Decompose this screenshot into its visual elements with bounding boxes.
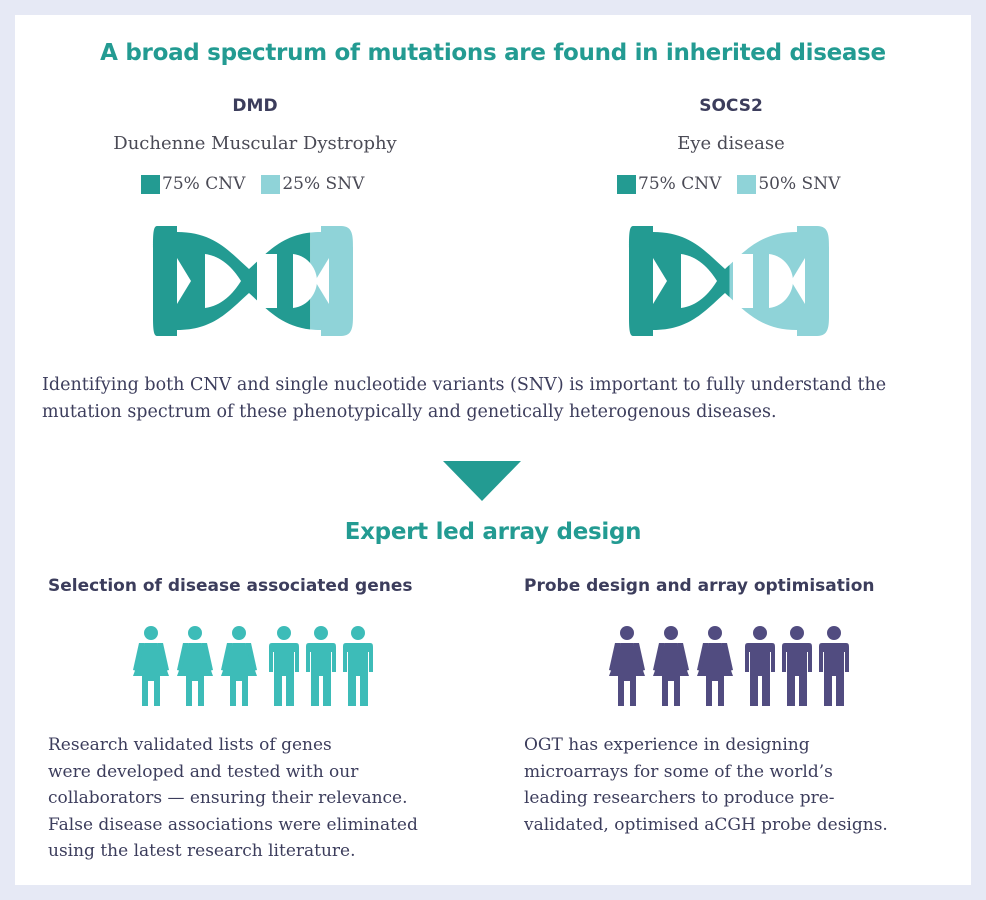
cnv-swatch (141, 174, 160, 194)
man-icon (306, 626, 336, 706)
legend-snv-label: 25% SNV (282, 174, 365, 194)
snv-swatch (737, 174, 757, 194)
text-line: validated, optimised aCGH probe designs. (524, 814, 888, 835)
dna-snv-portion (310, 226, 353, 336)
disease-name-dmd: Duchenne Muscular Dystrophy (113, 133, 397, 154)
section-title: Expert led array design (344, 519, 642, 545)
man-icon (269, 626, 299, 706)
cnv-swatch (617, 174, 636, 194)
people-group-icon (609, 626, 849, 706)
woman-icon (697, 626, 733, 706)
down-arrow-icon (443, 461, 521, 501)
text-line: False disease associations were eliminat… (48, 814, 418, 835)
man-icon (343, 626, 373, 706)
column-title-genes: Selection of disease associated genes (48, 576, 413, 596)
woman-icon (221, 626, 257, 706)
people-group-icon (133, 626, 373, 706)
woman-icon (177, 626, 213, 706)
text-line: OGT has experience in designing (524, 735, 810, 755)
legend-snv-label: 50% SNV (758, 174, 841, 194)
man-icon (819, 626, 849, 706)
column-text-genes: Research validated lists of genes were d… (48, 732, 468, 865)
text-line: were developed and tested with our (48, 761, 359, 782)
main-title: A broad spectrum of mutations are found … (100, 40, 886, 66)
man-icon (745, 626, 775, 706)
intro-paragraph: Identifying both CNV and single nucleoti… (42, 375, 887, 422)
dna-snv-portion (729, 226, 829, 336)
legend-cnv-label: 75% CNV (162, 174, 246, 194)
snv-swatch (261, 174, 281, 194)
text-line: microarrays for some of the world’s (524, 761, 833, 782)
gene-code-dmd: DMD (232, 96, 278, 116)
dna-cnv-portion (153, 226, 311, 336)
column-text-probes: OGT has experience in designing microarr… (524, 732, 944, 838)
disease-name-socs2: Eye disease (677, 133, 785, 154)
legend-dmd: 75% CNV 25% SNV (141, 172, 364, 196)
text-line: collaborators — ensuring their relevance… (48, 788, 408, 808)
text-line: using the latest research literature. (48, 841, 356, 861)
dna-helix-icon (629, 226, 829, 336)
legend-socs2: 75% CNV 50% SNV (617, 172, 840, 196)
dna-cnv-portion (629, 226, 730, 336)
woman-icon (653, 626, 689, 706)
man-icon (782, 626, 812, 706)
woman-icon (609, 626, 645, 706)
gene-code-socs2: SOCS2 (699, 96, 763, 116)
legend-cnv-label: 75% CNV (638, 174, 722, 194)
text-line: leading researchers to produce pre- (524, 788, 835, 808)
dna-helix-icon (153, 226, 353, 336)
infographic-card (15, 15, 971, 885)
column-title-probes: Probe design and array optimisation (524, 576, 875, 596)
text-line: Research validated lists of genes (48, 735, 332, 755)
woman-icon (133, 626, 169, 706)
